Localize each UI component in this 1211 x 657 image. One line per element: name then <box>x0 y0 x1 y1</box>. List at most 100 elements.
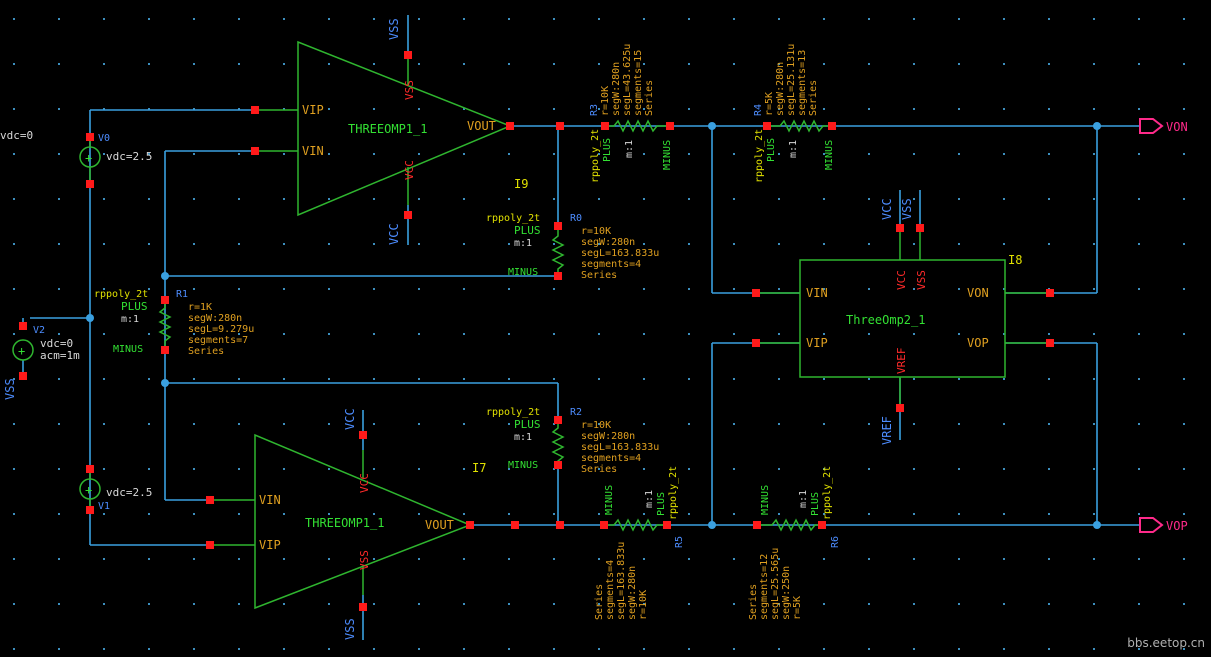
source-value: vdc=2.5 <box>106 150 152 163</box>
minus-label: MINUS <box>508 267 538 278</box>
pin-label-vout: VOUT <box>425 518 454 532</box>
resistor-r6[interactable]: MINUS m:1 PLUS rppoly_2t R6 r=5KsegW:250… <box>748 466 841 620</box>
m-label: m:1 <box>514 238 532 249</box>
res-param: Series <box>581 270 617 281</box>
opamp-name: THREEOMP1_1 <box>305 516 384 530</box>
res-param: segW:280n <box>775 62 786 116</box>
plus-label: PLUS <box>810 492 821 516</box>
amp-name: ThreeOmp2_1 <box>846 313 925 327</box>
pin-label-vcc: VCC <box>895 270 908 290</box>
resistor-r0[interactable]: rppoly_2t R0 PLUS m:1 MINUS r=10KsegW:28… <box>486 213 659 281</box>
res-param: r=5K <box>792 596 803 620</box>
pin-label-vss: VSS <box>915 270 928 290</box>
m-label: m:1 <box>788 140 799 158</box>
pin-label-vss: VSS <box>358 550 371 570</box>
res-param: segW:250n <box>781 566 792 620</box>
resistor-r5[interactable]: MINUS m:1 PLUS rppoly_2t R5 r=10KsegW:28… <box>556 466 685 620</box>
source-name: V0 <box>98 133 110 144</box>
opamp-bottom-i7[interactable]: VIN VIP VOUT VCC VSS THREEOMP1_1 I7 <box>206 431 519 611</box>
opamp-top-i9[interactable]: VIP VIN VOUT VSS VCC THREEOMP1_1 I9 <box>251 40 528 219</box>
source-v0[interactable]: + V0 vdc=2.5 vdc=0 <box>0 129 152 188</box>
res-name: R4 <box>753 104 764 116</box>
pin-label-vip: VIP <box>259 538 281 552</box>
pin-label-vcc: VCC <box>403 160 416 180</box>
net-vss-i8: VSS <box>900 198 914 220</box>
source-v1[interactable]: + vdc=2.5 V1 <box>79 465 152 514</box>
pin-label-vin: VIN <box>259 493 281 507</box>
source-name: V2 <box>33 325 45 336</box>
grid-dots <box>13 18 1185 650</box>
source-value: vdc=0 <box>40 337 73 350</box>
watermark: bbs.eetop.cn <box>1127 636 1205 650</box>
model-name: rppoly_2t <box>754 129 765 183</box>
plus-label: PLUS <box>766 138 777 162</box>
res-param: Series <box>581 464 617 475</box>
res-param: segments=15 <box>633 50 644 116</box>
model-name: rppoly_2t <box>486 407 540 418</box>
res-param: Series <box>188 346 224 357</box>
pin-label-von: VON <box>967 286 989 300</box>
port-von[interactable]: VON <box>1139 118 1188 134</box>
source-v2[interactable]: + V2 vdc=0 acm=1m <box>12 322 80 380</box>
res-name: R5 <box>674 536 685 548</box>
res-param: segments=13 <box>797 50 808 116</box>
instance-label: I9 <box>514 177 528 191</box>
res-param: segments=4 <box>605 560 616 620</box>
res-param: segW:280n <box>581 431 635 442</box>
m-label: m:1 <box>514 432 532 443</box>
resistor-r1[interactable]: rppoly_2t R1 PLUS m:1 MINUS r=1KsegW:280… <box>94 289 254 357</box>
port-label: VON <box>1166 120 1188 134</box>
resistor-r2[interactable]: rppoly_2t R2 PLUS m:1 MINUS r=10KsegW:28… <box>486 407 659 475</box>
res-param: r=10K <box>600 86 611 116</box>
plus-label: PLUS <box>656 492 667 516</box>
model-name: rppoly_2t <box>94 289 148 300</box>
source-acm: acm=1m <box>40 349 80 362</box>
net-vss-top: VSS <box>387 18 401 40</box>
minus-label: MINUS <box>113 344 143 355</box>
model-name: rppoly_2t <box>590 129 601 183</box>
res-param: segments=4 <box>581 259 641 270</box>
source-other: vdc=0 <box>0 129 33 142</box>
net-vss-left: VSS <box>3 378 17 400</box>
model-name: rppoly_2t <box>486 213 540 224</box>
res-param: segments=12 <box>759 554 770 620</box>
net-vref: VREF <box>880 416 894 445</box>
minus-label: MINUS <box>662 140 673 170</box>
pin-label-vin: VIN <box>806 286 828 300</box>
amp-i8[interactable]: VIN VIP VON VOP VCC VSS VREF ThreeOmp2_1… <box>752 224 1054 412</box>
pin-label-vref: VREF <box>895 348 908 375</box>
res-param: r=10K <box>638 590 649 620</box>
net-vss-bot: VSS <box>343 618 357 640</box>
minus-label: MINUS <box>824 140 835 170</box>
res-name: R2 <box>570 407 582 418</box>
res-param: segW:280n <box>581 237 635 248</box>
net-vcc-top: VCC <box>387 223 401 245</box>
pin-label-vss: VSS <box>403 80 416 100</box>
res-name: R3 <box>589 104 600 116</box>
res-param: segL=163.833u <box>581 248 659 259</box>
port-vop[interactable]: VOP <box>1139 517 1188 533</box>
pin-label-vip: VIP <box>302 103 324 117</box>
res-param: r=10K <box>581 226 611 237</box>
supply-labels: VSS VCC VCC VSS VREF VCC VSS VSS <box>3 18 914 640</box>
pin-label-vcc: VCC <box>358 473 371 493</box>
instance-label: I8 <box>1008 253 1022 267</box>
pin-label-vout: VOUT <box>467 119 496 133</box>
res-name: R0 <box>570 213 582 224</box>
res-param: segW:280n <box>611 62 622 116</box>
res-param: segL=25.565u <box>770 548 781 620</box>
minus-label: MINUS <box>604 485 615 515</box>
opamp-name: THREEOMP1_1 <box>348 122 427 136</box>
net-vcc-bot: VCC <box>343 408 357 430</box>
model-name: rppoly_2t <box>822 466 833 520</box>
svg-text:+: + <box>18 344 25 358</box>
m-label: m:1 <box>121 314 139 325</box>
res-param: Series <box>748 584 759 620</box>
res-name: R1 <box>176 289 188 300</box>
svg-text:+: + <box>85 483 92 497</box>
source-value: vdc=2.5 <box>106 486 152 499</box>
